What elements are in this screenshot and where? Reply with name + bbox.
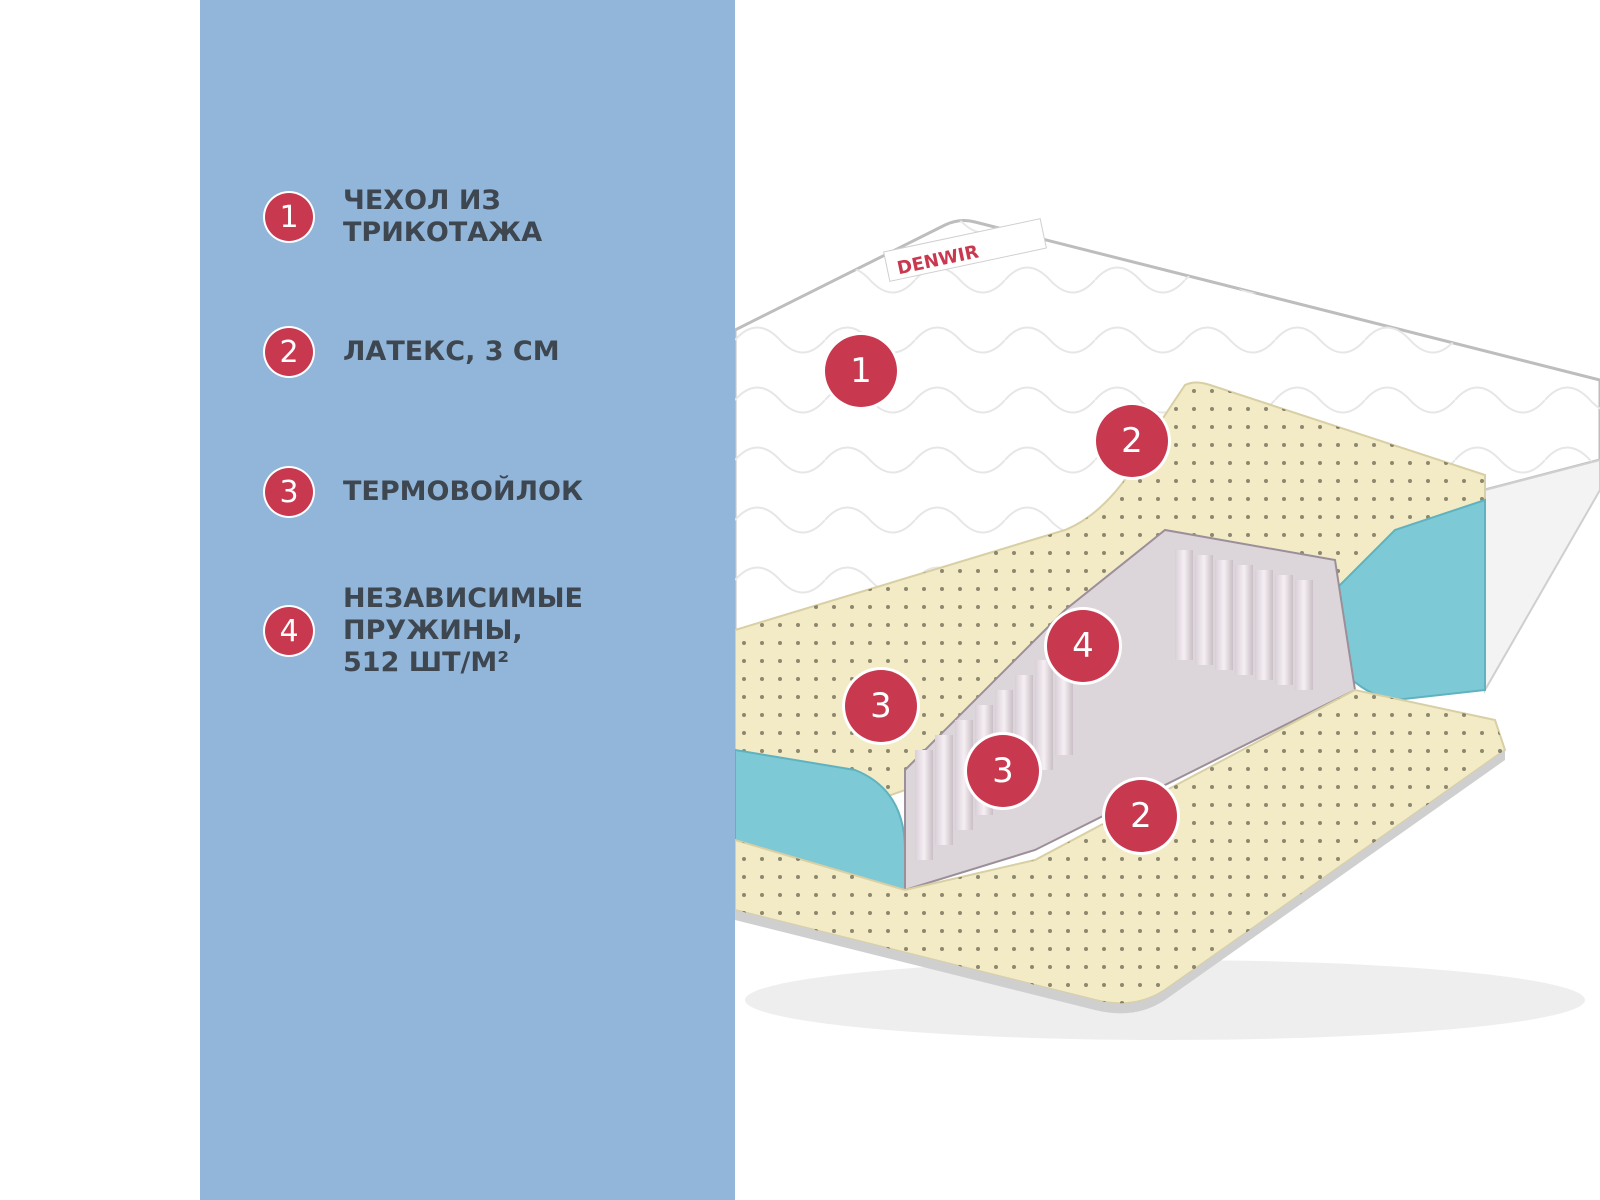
marker-2-latex-bottom: 2 [1105, 780, 1177, 852]
legend-label-latex: ЛАТЕКС, 3 СМ [343, 336, 623, 368]
marker-4-springs: 4 [1047, 610, 1119, 682]
legend-item-cover: 1 ЧЕХОЛ ИЗ ТРИКОТАЖА [265, 185, 623, 249]
mattress-illustration: DENWIR 1 2 [733, 130, 1600, 1140]
legend-label-line: ЧЕХОЛ ИЗ [343, 185, 501, 216]
marker-1-cover: 1 [825, 335, 897, 407]
legend-label-cover: ЧЕХОЛ ИЗ ТРИКОТАЖА [343, 185, 623, 249]
legend-badge-2: 2 [265, 328, 313, 376]
brand-label-box [883, 218, 1047, 282]
legend-label-line: НЕЗАВИСИМЫЕ [343, 583, 583, 614]
legend-label-thermofelt: ТЕРМОВОЙЛОК [343, 476, 623, 508]
mattress-cutaway-graphic: DENWIR [733, 218, 1600, 1040]
legend-label-springs: НЕЗАВИСИМЫЕ ПРУЖИНЫ, 512 ШТ/М² [343, 583, 623, 679]
legend-label-line: 512 ШТ/М² [343, 647, 510, 678]
legend-label-line: ТЕРМОВОЙЛОК [343, 476, 584, 507]
marker-3-thermofelt-bottom: 3 [967, 735, 1039, 807]
marker-3-thermofelt-top: 3 [845, 670, 917, 742]
legend-item-latex: 2 ЛАТЕКС, 3 СМ [265, 328, 623, 376]
legend-item-thermofelt: 3 ТЕРМОВОЙЛОК [265, 468, 623, 516]
legend-label-line: ТРИКОТАЖА [343, 217, 543, 248]
legend-badge-1: 1 [265, 193, 313, 241]
legend-panel: 1 ЧЕХОЛ ИЗ ТРИКОТАЖА 2 ЛАТЕКС, 3 СМ 3 ТЕ… [200, 0, 735, 1200]
marker-2-latex-top: 2 [1096, 405, 1168, 477]
legend-item-springs: 4 НЕЗАВИСИМЫЕ ПРУЖИНЫ, 512 ШТ/М² [265, 583, 623, 679]
legend-label-line: ПРУЖИНЫ, [343, 615, 523, 646]
legend-badge-4: 4 [265, 607, 313, 655]
legend-badge-3: 3 [265, 468, 313, 516]
legend-label-line: ЛАТЕКС, 3 СМ [343, 336, 560, 367]
